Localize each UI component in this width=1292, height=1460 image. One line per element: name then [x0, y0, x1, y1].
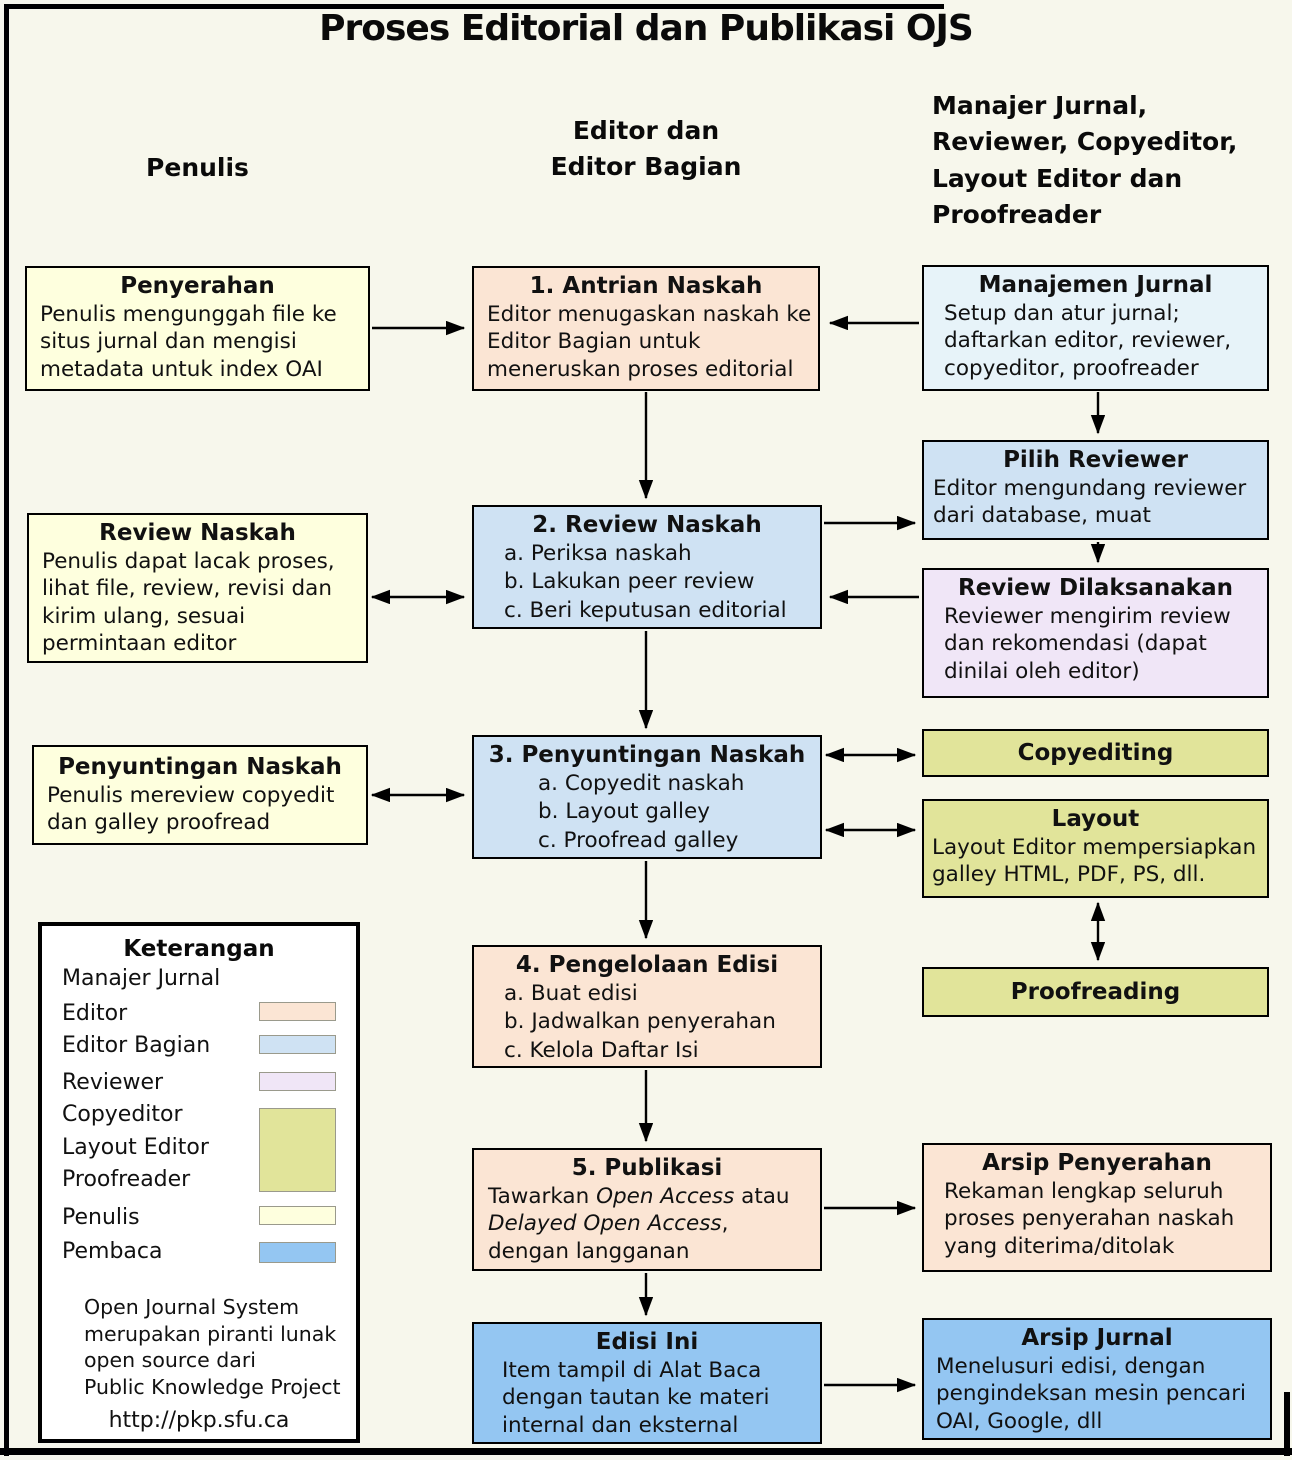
column-header-manajer: Manajer Jurnal, Reviewer, Copyeditor, La… — [932, 91, 1238, 229]
box-layout-body: Layout Editor mempersiapkan galley HTML,… — [932, 834, 1257, 888]
column-header-editor: Editor dan Editor Bagian — [550, 116, 742, 182]
penyuntingan-item-b: b. Layout galley — [538, 799, 710, 825]
box-pilih-reviewer-title: Pilih Reviewer — [1003, 447, 1188, 473]
box-review-naskah-penulis-title: Review Naskah — [99, 520, 296, 546]
frame-left — [4, 4, 9, 1456]
box-manajemen-jurnal-body: Setup dan atur jurnal; daftarkan editor,… — [944, 300, 1232, 381]
legend-swatch-editor-bagian — [259, 1035, 336, 1054]
publikasi-text-3: , dengan langganan — [488, 1211, 729, 1264]
box-arsip-jurnal-body: Menelusuri edisi, dengan pengindeksan me… — [936, 1353, 1247, 1434]
box-antrian-naskah-body: Editor menugaskan naskah ke Editor Bagia… — [487, 301, 812, 382]
legend-label-editor-bagian: Editor Bagian — [62, 1033, 211, 1058]
penyuntingan-item-a: a. Copyedit naskah — [538, 770, 745, 796]
box-penyuntingan-penulis-body: Penulis mereview copyedit dan galley pro… — [47, 782, 335, 836]
pengelolaan-item-b: b. Jadwalkan penyerahan — [504, 1009, 776, 1035]
box-review-naskah: 2. Review Naskah a. Periksa naskah b. La… — [472, 505, 822, 629]
box-arsip-jurnal: Arsip Jurnal Menelusuri edisi, dengan pe… — [922, 1318, 1272, 1440]
box-publikasi-title: 5. Publikasi — [571, 1155, 723, 1181]
box-penyerahan-body: Penulis mengunggah file ke situs jurnal … — [40, 301, 337, 382]
box-penyerahan-title: Penyerahan — [120, 273, 275, 299]
review-naskah-item-b: b. Lakukan peer review — [504, 569, 755, 595]
box-penyuntingan-penulis-title: Penyuntingan Naskah — [58, 754, 342, 781]
frame-top — [4, 4, 944, 9]
review-naskah-item-a: a. Periksa naskah — [504, 540, 692, 566]
box-penyuntingan-penulis: Penyuntingan Naskah Penulis mereview cop… — [32, 745, 368, 845]
box-layout-title: Layout — [1051, 806, 1140, 832]
frame-bottom — [0, 1448, 1292, 1455]
legend-label-copyeditor: Copyeditor — [62, 1102, 183, 1127]
box-arsip-penyerahan-title: Arsip Penyerahan — [982, 1150, 1212, 1176]
box-penyuntingan-naskah: 3. Penyuntingan Naskah a. Copyedit naska… — [472, 735, 822, 859]
box-penyerahan: Penyerahan Penulis mengunggah file ke si… — [25, 266, 370, 391]
box-pengelolaan-edisi: 4. Pengelolaan Edisi a. Buat edisi b. Ja… — [472, 945, 822, 1068]
box-proofreading: Proofreading — [922, 967, 1269, 1017]
diagram-title: Proses Editorial dan Publikasi OJS — [319, 8, 974, 49]
legend-swatch-copyeditor-layout-proofreader — [259, 1108, 336, 1192]
box-review-naskah-title: 2. Review Naskah — [532, 512, 762, 538]
box-proofreading-title: Proofreading — [1010, 978, 1181, 1005]
legend-label-manajer-jurnal: Manajer Jurnal — [62, 966, 221, 991]
pengelolaan-item-c: c. Kelola Daftar Isi — [504, 1037, 699, 1063]
legend-swatch-reviewer — [259, 1072, 336, 1091]
box-publikasi-body: Tawarkan Open Access atau Delayed Open A… — [474, 1183, 820, 1266]
box-pilih-reviewer: Pilih Reviewer Editor mengundang reviewe… — [922, 440, 1269, 540]
box-review-naskah-penulis: Review Naskah Penulis dapat lacak proses… — [27, 513, 368, 663]
legend-label-reviewer: Reviewer — [62, 1070, 164, 1095]
box-arsip-jurnal-title: Arsip Jurnal — [1021, 1325, 1173, 1351]
box-review-dilaksanakan: Review Dilaksanakan Reviewer mengirim re… — [922, 568, 1269, 698]
legend-title: Keterangan — [123, 936, 275, 962]
box-copyediting-title: Copyediting — [1017, 739, 1174, 766]
legend-box: Keterangan Manajer Jurnal Editor Editor … — [38, 922, 360, 1443]
legend-label-penulis: Penulis — [62, 1205, 140, 1230]
box-antrian-naskah-title: 1. Antrian Naskah — [529, 273, 763, 299]
box-review-dilaksanakan-body: Reviewer mengirim review dan rekomendasi… — [944, 603, 1231, 684]
box-pengelolaan-edisi-title: 4. Pengelolaan Edisi — [515, 952, 779, 978]
box-edisi-ini: Edisi Ini Item tampil di Alat Baca denga… — [472, 1322, 822, 1444]
legend-swatch-penulis — [259, 1206, 336, 1225]
box-review-dilaksanakan-title: Review Dilaksanakan — [957, 575, 1233, 601]
legend-label-editor: Editor — [62, 1001, 128, 1026]
box-review-naskah-penulis-body: Penulis dapat lacak proses, lihat file, … — [42, 548, 335, 657]
publikasi-text-1: Tawarkan — [488, 1183, 597, 1209]
pengelolaan-item-a: a. Buat edisi — [504, 980, 638, 1006]
frame-right — [1284, 1392, 1290, 1456]
legend-label-pembaca: Pembaca — [62, 1239, 163, 1264]
box-pilih-reviewer-body: Editor mengundang reviewer dari database… — [933, 475, 1247, 529]
penyuntingan-item-c: c. Proofread galley — [538, 827, 739, 853]
legend-url: http://pkp.sfu.ca — [108, 1408, 290, 1433]
box-edisi-ini-title: Edisi Ini — [595, 1329, 699, 1355]
box-manajemen-jurnal-title: Manajemen Jurnal — [978, 272, 1213, 298]
box-manajemen-jurnal: Manajemen Jurnal Setup dan atur jurnal; … — [922, 265, 1269, 391]
publikasi-text-2: atau — [734, 1183, 790, 1209]
box-edisi-ini-body: Item tampil di Alat Baca dengan tautan k… — [502, 1357, 770, 1438]
legend-swatch-editor — [259, 1002, 336, 1021]
box-copyediting: Copyediting — [922, 729, 1269, 777]
box-publikasi: 5. Publikasi Tawarkan Open Access atau D… — [472, 1148, 822, 1271]
publikasi-italic-delayed: Delayed Open Access — [488, 1211, 722, 1237]
column-header-penulis: Penulis — [146, 153, 249, 182]
box-arsip-penyerahan: Arsip Penyerahan Rekaman lengkap seluruh… — [922, 1143, 1272, 1272]
review-naskah-item-c: c. Beri keputusan editorial — [504, 597, 787, 623]
publikasi-italic-open-access: Open Access — [596, 1183, 735, 1209]
box-layout: Layout Layout Editor mempersiapkan galle… — [922, 799, 1269, 898]
legend-label-layout-editor: Layout Editor — [62, 1135, 209, 1160]
legend-swatch-pembaca — [259, 1242, 336, 1263]
box-arsip-penyerahan-body: Rekaman lengkap seluruh proses penyeraha… — [944, 1178, 1235, 1259]
box-antrian-naskah: 1. Antrian Naskah Editor menugaskan nask… — [472, 266, 820, 391]
box-penyuntingan-naskah-title: 3. Penyuntingan Naskah — [488, 742, 806, 768]
legend-label-proofreader: Proofreader — [62, 1167, 191, 1192]
legend-note: Open Journal System merupakan piranti lu… — [84, 1295, 341, 1399]
